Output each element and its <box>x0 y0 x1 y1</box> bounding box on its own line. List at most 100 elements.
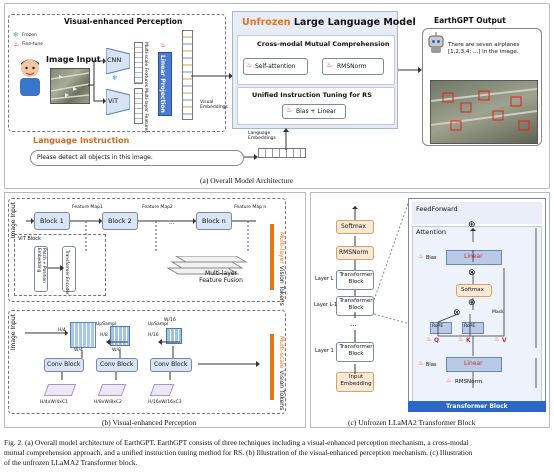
multiscale-features-label: Multi-scale Features <box>143 42 148 87</box>
frozen-icon: ❄ <box>112 74 118 82</box>
llama-panel <box>310 192 550 428</box>
feedforward-label: FeedForward <box>416 205 458 213</box>
plus-node-top: ⊕ <box>468 220 476 230</box>
uit-label: Unified Instruction Tuning for RS <box>252 91 372 99</box>
lang-to-llm-arrow <box>283 128 289 150</box>
image-input-1: Image Input <box>10 202 17 239</box>
linear-projection-block <box>158 52 172 116</box>
fire-icon-bias: ♨ <box>286 106 293 114</box>
conv2-label: Conv Block <box>100 361 134 368</box>
fire-icon-rms: ♨ <box>326 61 333 69</box>
rmsnorm-label: RMSNorm <box>337 63 367 70</box>
block2-label: Block 2 <box>108 217 132 225</box>
language-embeddings-label: Language Embeddings <box>248 131 276 141</box>
caption-a: (a) Overall Model Architecture <box>200 176 294 185</box>
attention-arrows <box>437 228 537 388</box>
fm-grid-3 <box>166 328 182 344</box>
k-label: K <box>466 337 471 344</box>
input-image <box>50 68 90 104</box>
block-chain-arrows: ... <box>26 218 256 252</box>
feedforward-region <box>412 202 542 224</box>
layer-L-label: Layer L <box>315 276 334 282</box>
tb-layer-L-label: Transformer Block <box>339 272 373 285</box>
frozen-legend-icon: ❄ <box>13 31 19 39</box>
input-embedding-label: Input Embedding <box>340 374 372 387</box>
conv-block-1 <box>44 358 84 372</box>
rmsnorm-in-label: RMSNorm <box>455 379 483 385</box>
bias2-label: Bias <box>426 362 437 368</box>
fire-icon-proj: ♨ <box>160 41 167 49</box>
cnn-label: CNN <box>107 56 122 64</box>
conv-block-2 <box>96 358 138 372</box>
fmap1-label: Feature Map1 <box>72 205 103 210</box>
multiscale-token-stack <box>134 42 143 84</box>
rmsnorm-left-label: RMSNorm <box>339 249 369 256</box>
tb-footer-bar <box>408 401 546 412</box>
linear2-label: Linear <box>464 360 483 367</box>
w16-label: W/16 <box>164 318 176 323</box>
tb-layer-1 <box>336 342 374 362</box>
vit-block-region <box>14 234 106 296</box>
fire-rmsnorm: ♨ <box>446 377 452 384</box>
vep-title: Visual-enhanced Perception <box>64 17 183 26</box>
conv3-label: Conv Block <box>154 361 188 368</box>
rmsnorm-left <box>336 246 374 260</box>
fire-v: ♨ <box>494 336 500 343</box>
w8-label: W/8 <box>112 348 121 353</box>
softmax-top <box>336 220 374 234</box>
image-to-encoders-arrows <box>88 58 106 104</box>
otimes-node-2: ⊗ <box>453 308 461 318</box>
bias-linear-box <box>282 104 346 119</box>
vit-label: ViT <box>108 97 119 105</box>
h8-label: H/8 <box>100 333 108 338</box>
output-title: EarthGPT Output <box>434 16 506 25</box>
self-attention-label: Self-attention <box>255 63 296 70</box>
layer-dots: ... <box>350 320 357 328</box>
block1-label: Block 1 <box>40 217 64 225</box>
block2 <box>102 212 138 230</box>
q-label: Q <box>434 337 440 344</box>
output-text: There are seven airplanes [1,2,3,4; ...]… <box>448 42 520 55</box>
svg-text:...: ... <box>169 219 175 226</box>
embeddings-to-llm-arrow <box>191 73 233 79</box>
softmax-top-label: Softmax <box>341 223 366 230</box>
vit-block-label: ViT Block <box>18 236 41 242</box>
linear2 <box>446 357 502 372</box>
caption-b: (b) Visual-enhanced Perception <box>102 418 197 427</box>
ml-tokens-rest: Vision Tokens <box>278 263 285 306</box>
fire-q: ♨ <box>426 336 432 343</box>
fm-grid-2 <box>110 326 130 346</box>
multilayer-features-label: Multi-layer Features <box>143 88 148 133</box>
ml-vision-tokens-label: Multi-layer Vision Tokens <box>278 232 285 306</box>
tb-layer-L <box>336 270 374 290</box>
output-image <box>430 80 538 144</box>
multilayer-region <box>8 198 286 302</box>
fire-bias1: ♨ <box>418 253 424 260</box>
layer-1-label: Layer 1 <box>315 348 334 354</box>
tb-layer-L1-label: Transformer Block <box>339 298 373 311</box>
instruction-arrow <box>244 154 258 160</box>
linear-projection-label: Linear Projection <box>159 55 166 113</box>
zoom-lines <box>374 197 410 325</box>
patch-pos-label: Patch + Position Embedding <box>36 248 46 283</box>
upsampl-1: UpSampl <box>96 322 117 327</box>
h4-label: H/4 <box>58 328 66 333</box>
bias1-label: Bias <box>426 255 437 261</box>
v-label: V <box>502 337 507 344</box>
conv1-label: Conv Block <box>47 361 81 368</box>
image-input-label: Image Input <box>46 55 101 64</box>
rmsnorm-box <box>322 58 384 75</box>
fire-k: ♨ <box>458 336 464 343</box>
ms-tokens-prefix: Multi-scale <box>278 336 285 369</box>
image-input-2: Image Input <box>10 314 17 351</box>
tb-layer-1-label: Transformer Block <box>339 344 373 357</box>
out-tile-2 <box>97 384 127 396</box>
transformer-encoder-label: Transformer Encoder <box>64 250 69 295</box>
self-attention-box <box>243 58 308 75</box>
llm-title-rest: Large Language Model <box>290 17 416 28</box>
block1 <box>34 212 70 230</box>
visual-embedding-stack <box>182 30 193 120</box>
llm-to-output-arrow <box>398 67 422 73</box>
overall-architecture-panel <box>4 3 550 189</box>
rope-1 <box>430 322 452 334</box>
